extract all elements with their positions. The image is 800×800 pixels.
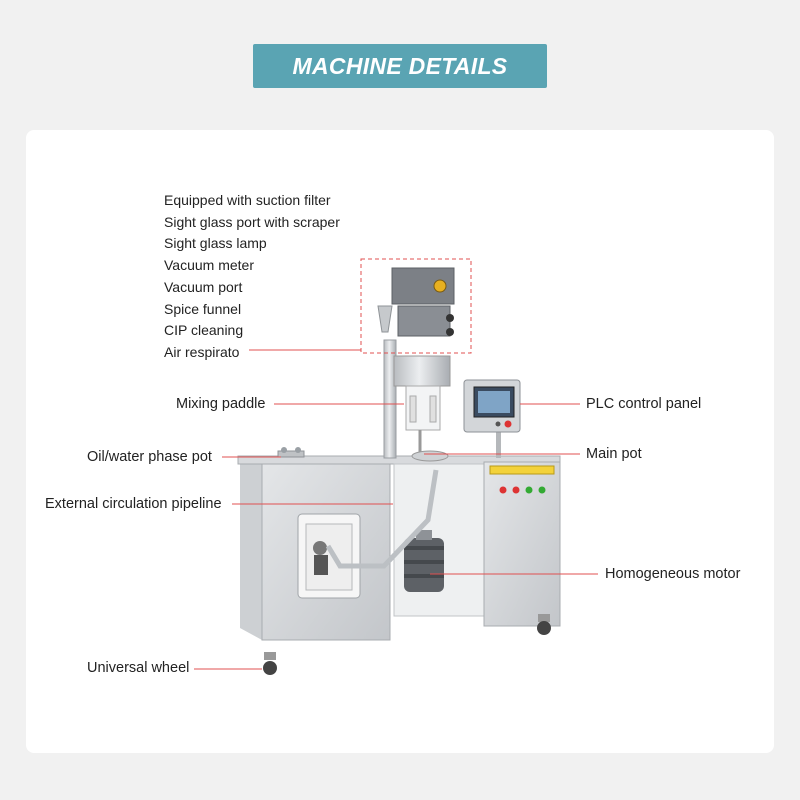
plc-control-panel [463, 379, 521, 458]
lift-column [383, 339, 397, 459]
feature-item: Vacuum port [164, 278, 243, 295]
caster-wheel-left [263, 652, 277, 675]
leader-lines [194, 349, 598, 670]
circulation-pipe [325, 469, 439, 569]
highlight-box [360, 258, 472, 354]
section-title-banner: MACHINE DETAILS [253, 44, 547, 88]
feature-item: Spice funnel [164, 300, 242, 317]
top-assembly [377, 267, 455, 337]
callout-homogeneous-motor: Homogeneous motor [605, 566, 741, 582]
feature-item: Sight glass port with scraper [164, 213, 340, 230]
feature-list: Equipped with suction filter Sight glass… [164, 190, 340, 364]
feature-item: CIP cleaning [164, 322, 244, 339]
feature-item: Air respirato [164, 343, 240, 360]
callout-mixing-paddle: Mixing paddle [176, 396, 266, 412]
feature-item: Vacuum meter [164, 257, 254, 274]
right-cabinet [483, 461, 561, 627]
callout-external-pipeline: External circulation pipeline [45, 496, 222, 512]
left-cabinet [240, 456, 391, 641]
callout-plc-panel: PLC control panel [586, 396, 702, 412]
main-pot-vessel [393, 355, 451, 462]
callout-oil-water-pot: Oil/water phase pot [87, 449, 212, 465]
callout-universal-wheel: Universal wheel [87, 660, 190, 676]
product-card [26, 130, 774, 753]
callout-main-pot: Main pot [586, 446, 642, 462]
feature-item: Equipped with suction filter [164, 192, 331, 208]
feature-item: Sight glass lamp [164, 235, 267, 252]
section-title: MACHINE DETAILS [292, 52, 508, 79]
oil-water-pot-lid [277, 447, 305, 458]
caster-wheel-right [537, 614, 551, 635]
